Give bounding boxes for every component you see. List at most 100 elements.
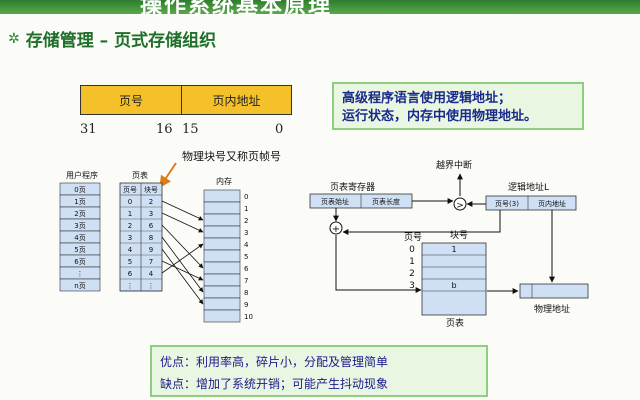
page-offset-field: 页内地址	[212, 93, 261, 108]
user-page-label: 0页	[74, 186, 85, 194]
physical-address-box	[519, 283, 589, 299]
add-symbol: +	[332, 224, 340, 235]
heading-text: 存储管理 – 页式存储组织	[25, 31, 217, 51]
memory-block	[203, 225, 241, 239]
page-table-cell: 0	[128, 198, 132, 206]
memory-label: 内存	[216, 176, 232, 186]
memory-block-number: 10	[244, 313, 253, 321]
memory-block	[203, 213, 241, 227]
memory-block-number: 3	[244, 229, 248, 237]
page-table-cell: 3	[128, 234, 132, 242]
slide-heading: ✲ 存储管理 – 页式存储组织	[8, 26, 217, 52]
user-page-cell	[59, 278, 101, 292]
page-table-cell: 6	[128, 270, 133, 278]
page-table-cell: 4	[149, 270, 154, 278]
bit-16: 16	[156, 122, 173, 137]
page-to-add-arrow	[342, 210, 501, 235]
logical-address-box	[485, 195, 577, 211]
bit-15: 15	[182, 122, 199, 137]
note-line-1: 高级程序语言使用逻辑地址；	[342, 91, 512, 106]
page-table-cell: 4	[128, 246, 133, 254]
summary-box: 优点：利用率高，碎片小，分配及管理简单 缺点：增加了系统开销；可能产生抖动现象	[150, 345, 488, 397]
user-page-label: ⋮	[77, 270, 84, 278]
user-page-label: 2页	[74, 210, 85, 218]
page-table-header-cell: 页号	[123, 186, 137, 194]
memory-block	[203, 273, 241, 287]
right-table-cell: b	[451, 281, 456, 290]
logical-offset-field: 页内地址	[538, 199, 566, 208]
memory-block-number: 7	[244, 277, 248, 285]
memory-block	[203, 201, 241, 215]
logical-address-label: 逻辑地址L	[508, 181, 549, 193]
mapping-arrows	[161, 200, 204, 305]
right-table-row-label: 1	[409, 257, 415, 267]
physical-address-label: 物理地址	[534, 303, 570, 315]
memory-block	[203, 237, 241, 251]
mapping-arrow	[161, 224, 204, 269]
page-table-cell: 8	[149, 234, 153, 242]
memory-block-number: 5	[244, 253, 248, 261]
page-number-field: 页号	[81, 86, 182, 114]
memory-block	[203, 249, 241, 263]
right-table-cell: 1	[451, 245, 456, 254]
mapping-arrow	[161, 200, 204, 221]
memory-block-number: 4	[244, 241, 249, 249]
user-page-label: 5页	[74, 246, 85, 254]
user-page-label: 6页	[74, 258, 85, 266]
register-length-field: 页表长度	[372, 197, 400, 206]
mapping-arrow	[161, 236, 204, 293]
right-table-row-label: 0	[409, 245, 415, 255]
cons-text: 缺点：增加了系统开销；可能产生抖动现象	[160, 377, 389, 391]
page-table-cell: 3	[149, 210, 153, 218]
page-table-cell: 2	[128, 222, 132, 230]
note-line-2: 运行状态，内存中使用物理地址。	[342, 109, 538, 124]
logical-page-field: 页号(3)	[495, 200, 519, 208]
memory-block-number: 0	[244, 193, 248, 201]
register-base-field: 页表始址	[321, 197, 349, 206]
memory-block	[203, 309, 241, 323]
memory-block-number: 1	[244, 205, 248, 213]
slide-title: 操作系统基本原理	[140, 0, 333, 14]
pros-text: 优点：利用率高，碎片小，分配及管理简单	[160, 355, 389, 369]
note-box: 高级程序语言使用逻辑地址； 运行状态，内存中使用物理地址。	[332, 82, 584, 130]
compare-node	[453, 197, 467, 211]
page-table-header: 页号块号	[120, 185, 162, 196]
register-label: 页表寄存器	[330, 181, 375, 193]
page-table-cell: 7	[149, 258, 153, 266]
right-table-row-label: 3	[409, 281, 415, 291]
page-table-header-cell: 块号	[144, 185, 158, 194]
memory-block-number: 8	[244, 289, 248, 297]
table-block-no-label: 块号	[450, 229, 468, 241]
annotation-arrow	[159, 162, 177, 188]
user-page-label: n页	[74, 282, 85, 290]
address-format-box: 页号 页内地址	[80, 85, 292, 115]
page-table-cell: ⋮	[148, 282, 155, 290]
compare-symbol: >	[456, 201, 464, 211]
user-page-label: 3页	[74, 222, 85, 230]
page-table-label: 页表	[132, 170, 148, 180]
frame-number-annotation: 物理块号又称页帧号	[182, 149, 281, 163]
memory-block	[203, 261, 241, 275]
mapping-arrow	[161, 212, 204, 233]
user-page-label: 4页	[74, 234, 85, 242]
user-page-label: 1页	[74, 198, 85, 206]
mapping-arrow	[161, 248, 204, 305]
memory-block-number: 2	[244, 217, 248, 225]
bit-0: 0	[275, 122, 284, 137]
page-table-cell: 5	[128, 258, 132, 266]
mapping-arrow	[161, 243, 204, 274]
page-table-cell: 6	[149, 222, 154, 230]
table-page-no-label: 页号	[404, 232, 422, 243]
right-page-table-label: 页表	[446, 317, 464, 329]
page-table-cell: ⋮	[127, 282, 134, 290]
right-table-row-label: 2	[409, 269, 415, 279]
memory-block	[203, 297, 241, 311]
mapping-arrow	[161, 260, 204, 281]
gear-bullet-icon: ✲	[8, 30, 20, 47]
page-table-cell: 9	[149, 246, 153, 254]
user-program-label: 用户程序	[66, 170, 98, 180]
memory-block-number: 9	[244, 301, 248, 309]
